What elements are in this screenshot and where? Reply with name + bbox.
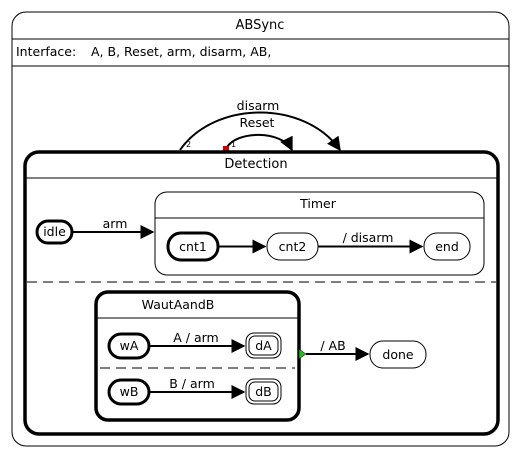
wB-label: wB [120,384,139,399]
statechart-title: ABSync [236,18,285,33]
cnt1-label: cnt1 [179,239,207,254]
idle-label: idle [43,224,66,239]
wA-label: wA [120,338,139,353]
reset-transition[interactable] [225,133,293,152]
reset-priority: 1 [231,140,236,149]
interface-label: Interface: [16,44,76,59]
timer-disarm-label: / disarm [343,230,394,245]
dA-final-inner [248,335,279,356]
interface-events: A, B, Reset, arm, disarm, AB, [91,44,271,59]
dB-label: dB [255,384,272,399]
timer-state[interactable] [154,191,485,276]
cnt2-label: cnt2 [279,239,307,254]
timer-title: Timer [299,196,337,211]
dB-final-inner [248,381,279,402]
disarm-transition[interactable] [179,111,341,152]
end-state[interactable] [423,232,471,261]
done-label: done [382,347,414,362]
end-label: end [435,239,459,254]
disarm-priority: 2 [186,140,191,149]
a-arm-label: A / arm [173,330,218,345]
reset-label: Reset [240,115,275,130]
dA-label: dA [255,338,272,353]
ab-exit-marker [298,348,307,360]
done-state[interactable] [369,340,427,369]
dA-state[interactable] [245,332,282,359]
disarm-label: disarm [237,98,280,113]
dB-state[interactable] [245,378,282,405]
arm-label: arm [103,216,128,231]
b-arm-label: B / arm [169,376,215,391]
reset-entry-marker [223,146,229,152]
detection-title: Detection [224,157,287,172]
waut-title: WautAandB [142,297,215,312]
ab-label: / AB [320,338,345,353]
